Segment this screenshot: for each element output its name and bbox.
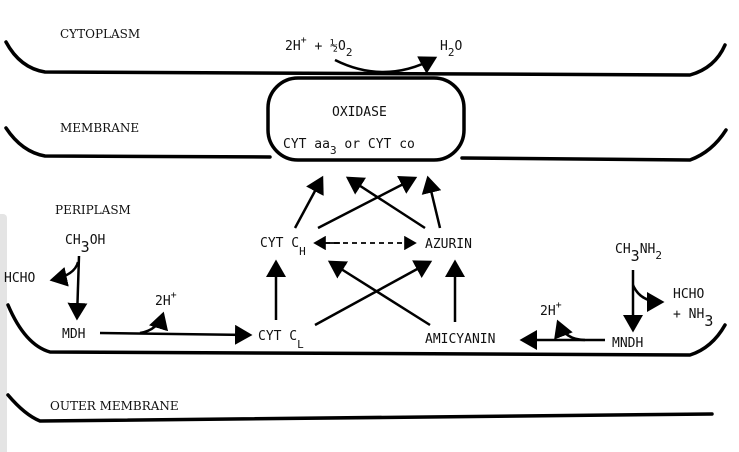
scrollbar-track[interactable] (0, 214, 7, 452)
cyt-cl-to-azurin-arrow (314, 260, 433, 327)
mndh-proton-arrow (554, 319, 586, 342)
amicyanin-label: AMICYANIN (425, 332, 495, 347)
cytoplasm-membrane-line (4, 40, 727, 77)
cyt-ch-to-oxidase-cross-arrow (317, 175, 418, 230)
protons-right: 2H+ (540, 300, 562, 319)
oxidase-title: OXIDASE (332, 105, 387, 120)
mdh-label: MDH (62, 327, 85, 342)
methylamine-label: CH3NH2 (615, 242, 662, 265)
cyt-ch-to-oxidase-arrow (293, 175, 324, 229)
methanol-to-mdh-arrow (67, 255, 88, 321)
oxygen-reduction-arrow (334, 56, 438, 74)
cyt-ch-label: CYT CH (260, 236, 306, 258)
membrane-inner-line (4, 126, 728, 162)
formaldehyde-label-left: HCHO (4, 271, 35, 286)
mndh-label: MNDH (612, 336, 643, 351)
mdh-to-cyt-cl-arrow (99, 324, 253, 345)
azurin-label: AZURIN (425, 237, 472, 252)
azurin-to-oxidase-arrow (421, 175, 442, 229)
periplasm-label: PERIPLASM (55, 203, 131, 217)
methanol-label: CH3OH (65, 233, 105, 256)
water-product: H2O (440, 39, 462, 59)
outer-membrane-line (6, 393, 714, 423)
cytoplasm-label: CYTOPLASM (60, 27, 140, 41)
oxygen-reduction-reactants: 2H+ + ½O2 (285, 35, 352, 59)
cyt-cl-label: CYT CL (258, 329, 304, 351)
outer-membrane-label: OUTER MEMBRANE (50, 399, 179, 413)
mdh-proton-arrow (139, 311, 169, 335)
protons-left: 2H+ (155, 290, 177, 309)
azurin-to-oxidase-cross-arrow (345, 176, 426, 230)
methanol-to-formaldehyde-arrow (49, 261, 80, 287)
membrane-label: MEMBRANE (60, 121, 139, 135)
methylamine-to-products-arrow (631, 284, 665, 312)
ammonia-label: + NH3 (673, 307, 713, 330)
oxidase-cytochromes: CYT aa3 or CYT co (283, 137, 415, 157)
periplasm-bottom-line (6, 303, 727, 357)
amicyanin-to-cyt-ch-arrow (327, 260, 431, 327)
formaldehyde-label-right: HCHO (673, 287, 704, 302)
oxidase-box (266, 76, 466, 162)
